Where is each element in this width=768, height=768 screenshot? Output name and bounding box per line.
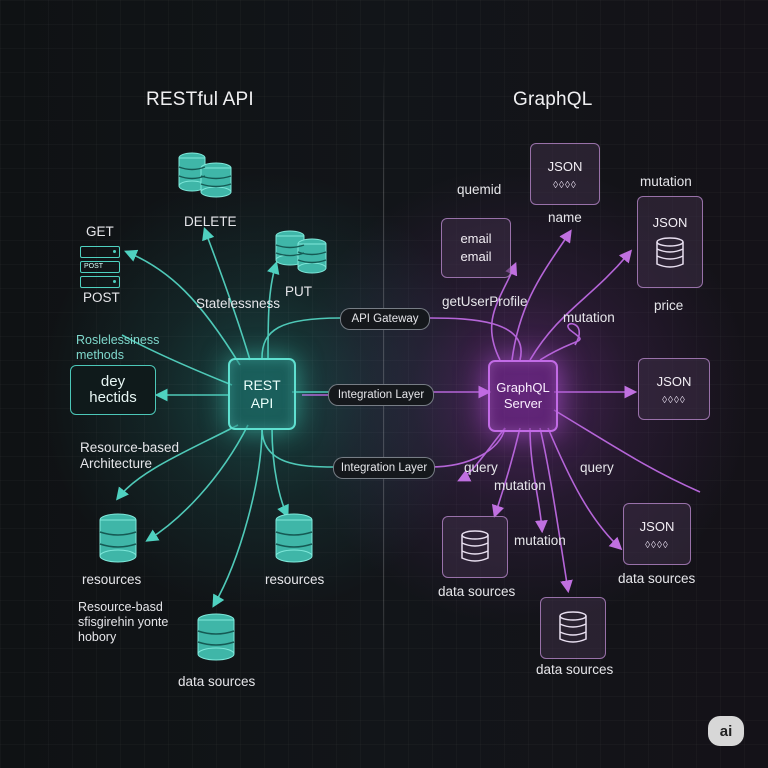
architecture-label: Architecture (80, 456, 153, 471)
database-outline-icon (559, 611, 587, 643)
graphql-node-line2: Server (503, 396, 543, 411)
methods-label: methods (76, 348, 124, 362)
json-drops: ◊◊◊◊ (553, 179, 577, 191)
post-label: POST (83, 290, 120, 305)
database-icon (197, 613, 235, 661)
data-sources-label: data sources (438, 584, 516, 599)
email-card: email email (441, 218, 511, 278)
json-card: JSON ◊◊◊◊ (638, 358, 710, 420)
statelessness-label: Statelessness (196, 296, 281, 311)
api-gateway-pill: API Gateway (340, 308, 430, 330)
integration-layer-pill: Integration Layer (333, 457, 435, 479)
mutation-label: mutation (494, 478, 546, 493)
put-label: PUT (285, 284, 312, 299)
database-outline-icon (461, 530, 489, 562)
ai-logo: ai (708, 716, 744, 746)
server-rack-icon: POST (80, 246, 120, 288)
rest-title: RESTful API (146, 89, 254, 110)
get-label: GET (86, 224, 114, 239)
garbled-label-2: sfisgirehin yonte (78, 615, 169, 629)
delete-label: DELETE (184, 214, 237, 229)
getuserprofile-label: getUserProfile (442, 294, 528, 309)
statelessness-garbled-label: Roslelessiness (76, 333, 160, 347)
json-database-card: JSON (637, 196, 703, 288)
mutation-label: mutation (640, 174, 692, 189)
json-drops: ◊◊◊◊ (645, 539, 669, 551)
rest-node-line2: API (250, 395, 274, 411)
json-drops: ◊◊◊◊ (662, 394, 686, 406)
quemid-label: quemid (457, 182, 502, 197)
json-label: JSON (547, 158, 583, 174)
json-label: JSON (639, 518, 675, 534)
post-badge: POST (80, 261, 120, 273)
mutation-label: mutation (563, 310, 615, 325)
graphql-connectors (302, 229, 701, 594)
price-label: price (654, 298, 684, 313)
query-label: query (464, 460, 498, 475)
graphql-node-line1: GraphQL (496, 380, 550, 395)
resource-based-label: Resource-based (80, 440, 180, 455)
rest-connectors (116, 226, 365, 608)
query-label: query (580, 460, 614, 475)
graphql-title: GraphQL (513, 89, 593, 110)
json-label: JSON (656, 373, 692, 389)
mutation-label: mutation (514, 533, 566, 548)
integration-layer-pill: Integration Layer (328, 384, 434, 406)
database-icon (99, 513, 137, 563)
rest-data-sources-label: data sources (178, 674, 256, 689)
data-sources-label: data sources (536, 662, 614, 677)
rest-node-line1: REST (243, 377, 281, 393)
database-icon (275, 230, 327, 274)
json-card: JSON ◊◊◊◊ (623, 503, 691, 565)
database-icon (178, 152, 232, 198)
data-sources-label: data sources (618, 571, 696, 586)
methods-box: dey hectids (70, 365, 156, 415)
graphql-server-node: GraphQL Server (488, 360, 558, 432)
resources-left-label: resources (82, 572, 142, 587)
database-card (442, 516, 508, 578)
email-label-2: email (460, 249, 492, 264)
json-label: JSON (652, 215, 688, 230)
database-card (540, 597, 606, 659)
name-label: name (548, 210, 582, 225)
rest-api-node: REST API (228, 358, 296, 430)
methods-box-line1: dey (100, 373, 126, 390)
database-icon (275, 513, 313, 563)
garbled-label-1: Resource-basd (78, 600, 163, 614)
resources-right-label: resources (265, 572, 325, 587)
database-outline-icon (656, 237, 684, 268)
json-card: JSON ◊◊◊◊ (530, 143, 600, 205)
methods-box-line2: hectids (89, 389, 137, 406)
garbled-label-3: hobory (78, 630, 117, 644)
email-label-1: email (460, 231, 492, 246)
